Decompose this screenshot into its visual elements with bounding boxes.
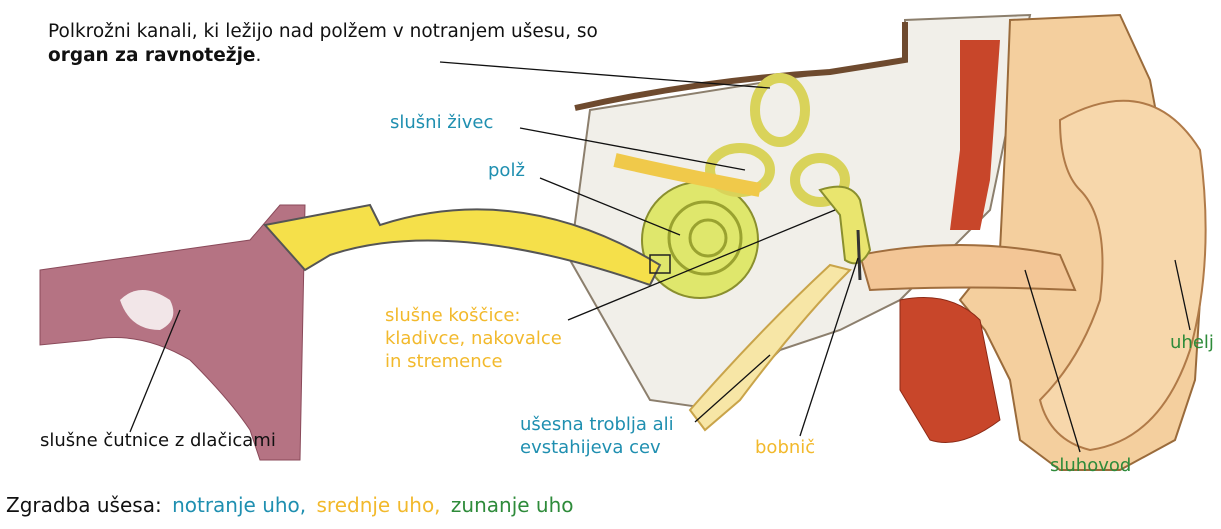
label-polz: polž — [488, 160, 525, 182]
intro-bold: organ za ravnotežje — [48, 45, 255, 66]
label-sluhovod: sluhovod — [1050, 455, 1131, 477]
ear-canal-shape — [860, 245, 1075, 290]
micrograph-shape — [40, 205, 305, 460]
caption-prefix: Zgradba ušesa: — [6, 493, 162, 517]
label-slusni-zivec: slušni živec — [390, 112, 493, 134]
caption-middle: srednje uho, — [317, 493, 441, 517]
eardrum-line — [858, 230, 860, 280]
intro-text: Polkrožni kanali, ki ležijo nad polžem v… — [48, 20, 608, 68]
caption-outer: zunanje uho — [451, 493, 574, 517]
figure-caption: Zgradba ušesa: notranje uho, srednje uho… — [6, 493, 578, 517]
label-cutnice: slušne čutnice z dlačicami — [40, 430, 276, 452]
label-uhelj: uhelj — [1170, 332, 1214, 354]
label-koscice-1: slušne koščice: — [385, 305, 520, 327]
label-troblja-2: evstahijeva cev — [520, 437, 661, 459]
label-bobnic: bobnič — [755, 437, 815, 459]
label-koscice-3: in stremence — [385, 351, 503, 373]
label-koscice-2: kladivce, nakovalce — [385, 328, 562, 350]
intro-text-before: Polkrožni kanali, ki ležijo nad polžem v… — [48, 21, 598, 42]
caption-inner: notranje uho, — [172, 493, 306, 517]
label-troblja-1: ušesna troblja ali — [520, 414, 674, 436]
intro-text-after: . — [255, 45, 261, 66]
